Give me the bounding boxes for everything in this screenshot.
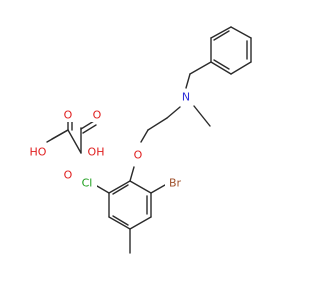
nitrogen-label: N (182, 91, 190, 104)
chain-bonds (129, 61, 212, 182)
carbonyl-oxygen-left-label: O (64, 109, 73, 122)
structure-diagram: N O Cl Br HO OH O O O (28, 26, 252, 254)
oxalic-acid (46, 117, 97, 154)
carbonyl-oxygen-right-label: O (93, 109, 102, 122)
carbonyl-oxygen-bottom-label: O (64, 169, 73, 182)
atom-labels: N O Cl Br HO OH O O O (28, 90, 193, 190)
ether-oxygen-label: O (134, 149, 143, 162)
chlorine-label: Cl (82, 177, 93, 190)
hydroxyl-left-label: HO (30, 146, 47, 159)
hydroxyl-right-label: OH (88, 146, 105, 159)
benzene-ring (210, 26, 252, 75)
aryl-ring (96, 180, 166, 254)
bromine-label: Br (169, 177, 182, 190)
